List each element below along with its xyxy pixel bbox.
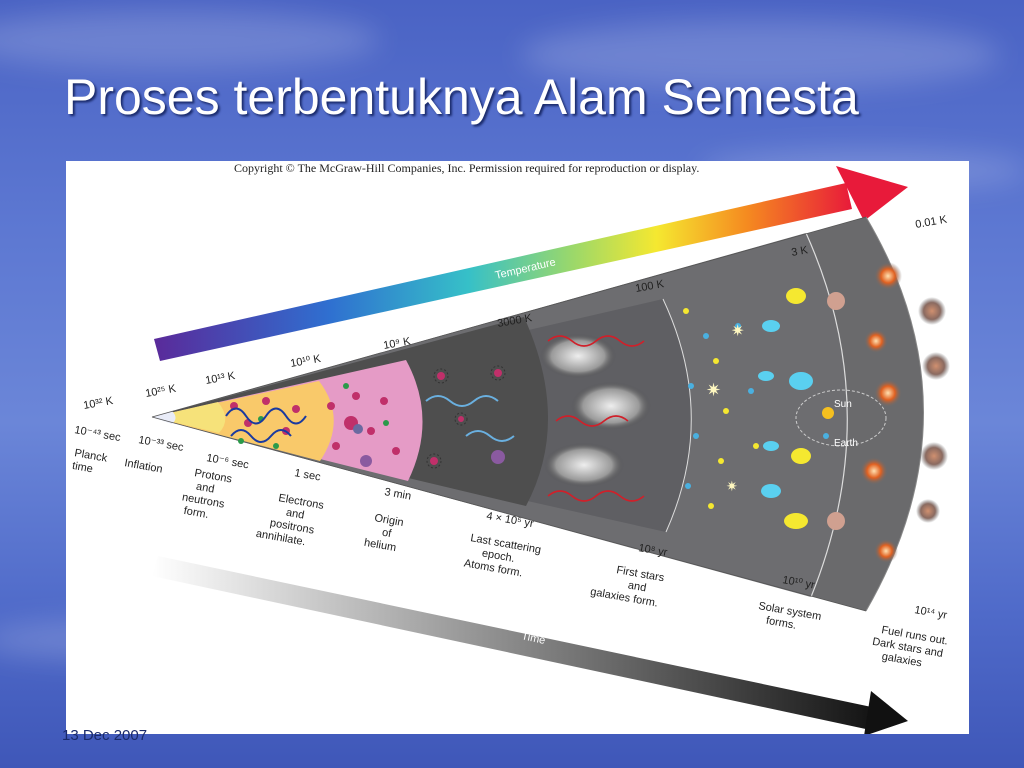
time-label: 10⁸ yr (637, 542, 668, 559)
event-electrons: Electrons and positrons annihilate. (255, 492, 325, 548)
event-planck: Planck time (71, 447, 108, 475)
svg-text:helium: helium (363, 537, 397, 554)
slide-date: 13 Dec 2007 (62, 727, 148, 744)
event-last-scattering: Last scattering epoch. Atoms form. (463, 532, 542, 579)
sky-cloud (0, 10, 380, 70)
temp-label: 10²⁵ K (144, 383, 177, 400)
temp-label: 10⁹ K (382, 335, 412, 352)
temperature-labels: 10³² K 10²⁵ K 10¹³ K 10¹⁰ K 10⁹ K 3000 K… (82, 213, 948, 411)
svg-text:and: and (195, 481, 215, 496)
event-solar-system: Solar system forms. (757, 600, 822, 632)
time-label: 3 min (383, 486, 412, 502)
time-label: 1 sec (293, 467, 321, 483)
copyright-notice: Copyright © The McGraw-Hill Companies, I… (234, 161, 700, 175)
svg-text:forms.: forms. (765, 615, 797, 632)
time-label: 10⁻⁴³ sec (73, 424, 121, 444)
svg-text:✷: ✷ (706, 380, 721, 400)
event-helium: Origin of helium (363, 512, 404, 554)
earth-label: Earth (834, 438, 858, 449)
time-label: 10⁻³³ sec (137, 434, 184, 454)
temp-label: 10¹³ K (204, 370, 236, 387)
event-fuel-runs-out: Fuel runs out. Dark stars and galaxies (871, 624, 948, 669)
time-label: 10⁻⁶ sec (205, 452, 250, 471)
time-label: 10¹⁰ yr (781, 574, 815, 592)
temp-label: 100 K (634, 278, 665, 295)
sun-icon (822, 407, 834, 419)
slide-title: Proses terbentuknya Alam Semesta (64, 69, 859, 125)
event-first-stars: First stars and galaxies form. (589, 564, 665, 610)
svg-text:Inflation: Inflation (123, 457, 163, 476)
time-arrow-label: Time (520, 630, 546, 647)
svg-text:Planck: Planck (73, 447, 108, 465)
temp-label: 10³² K (82, 395, 114, 412)
time-label: 10¹⁴ yr (913, 604, 948, 622)
sun-label: Sun (834, 399, 852, 410)
dark-galaxies (860, 262, 950, 563)
event-inflation: Inflation (123, 457, 163, 476)
temp-label: 0.01 K (914, 213, 948, 230)
time-arrow: Time (152, 556, 908, 734)
universe-timeline-figure: Copyright © The McGraw-Hill Companies, I… (66, 161, 969, 734)
svg-text:time: time (71, 460, 94, 475)
sky-cloud (520, 20, 1000, 90)
svg-text:Origin: Origin (373, 512, 404, 529)
solar-system: Sun Earth (795, 292, 887, 530)
svg-text:and: and (285, 507, 305, 522)
svg-text:epoch.: epoch. (481, 547, 516, 565)
svg-text:✷: ✷ (731, 323, 744, 340)
svg-text:of: of (381, 527, 393, 541)
svg-text:✷: ✷ (726, 478, 738, 494)
first-stars: ✷ ✷ ✷ (683, 288, 813, 529)
event-protons: Protons and neutrons form. (181, 467, 233, 521)
temp-label: 10¹⁰ K (289, 353, 322, 370)
temp-label: 3 K (790, 244, 809, 259)
timeline-diagram: Temperature Time (71, 166, 950, 734)
svg-text:galaxies form.: galaxies form. (589, 586, 659, 610)
particles-region (225, 365, 515, 469)
svg-text:and: and (627, 579, 647, 594)
svg-text:form.: form. (183, 505, 210, 521)
earth-icon (823, 433, 829, 439)
gas-clouds (540, 334, 651, 502)
